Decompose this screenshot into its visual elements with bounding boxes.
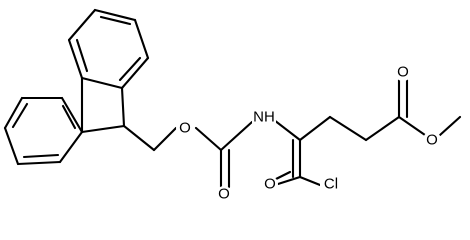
bond-group	[3, 8, 462, 189]
atom-label-ester-carbonyl-o: O	[397, 64, 409, 81]
bond	[276, 175, 302, 186]
bond	[122, 124, 156, 152]
bond	[118, 56, 142, 82]
atom-label-nh: NH	[253, 109, 275, 126]
atom-label-carbamate-o: O	[218, 186, 230, 203]
bond	[298, 175, 322, 187]
bond	[272, 118, 302, 142]
bond	[3, 126, 20, 166]
bond	[194, 126, 223, 152]
atom-labels: O O NH O Cl O O	[176, 63, 441, 203]
bond	[397, 115, 427, 137]
bond	[11, 102, 29, 129]
bond	[58, 130, 84, 164]
chemical-structure: O O NH O Cl O O	[3, 8, 462, 203]
bond	[67, 38, 84, 80]
bond	[274, 170, 292, 181]
bond	[3, 96, 24, 130]
atom-label-acyl-o: O	[264, 176, 276, 193]
bond	[328, 115, 368, 142]
bond	[60, 96, 84, 134]
bond	[152, 126, 178, 152]
bond	[93, 8, 137, 22]
bond	[99, 15, 132, 26]
bond	[75, 38, 89, 73]
bond	[67, 8, 97, 42]
atom-label-ester-o: O	[179, 120, 191, 137]
bond	[120, 86, 126, 128]
bond	[298, 115, 332, 142]
bond	[22, 153, 60, 159]
bond	[80, 76, 124, 90]
atom-label-methyl-ester-o: O	[426, 132, 438, 149]
bond	[438, 115, 462, 137]
bond	[219, 120, 254, 152]
bond	[16, 160, 62, 166]
bond	[364, 115, 401, 142]
bond	[80, 124, 126, 134]
bond	[133, 18, 150, 60]
bond	[61, 104, 77, 130]
atom-label-cl: Cl	[324, 176, 338, 193]
bond	[120, 56, 150, 90]
